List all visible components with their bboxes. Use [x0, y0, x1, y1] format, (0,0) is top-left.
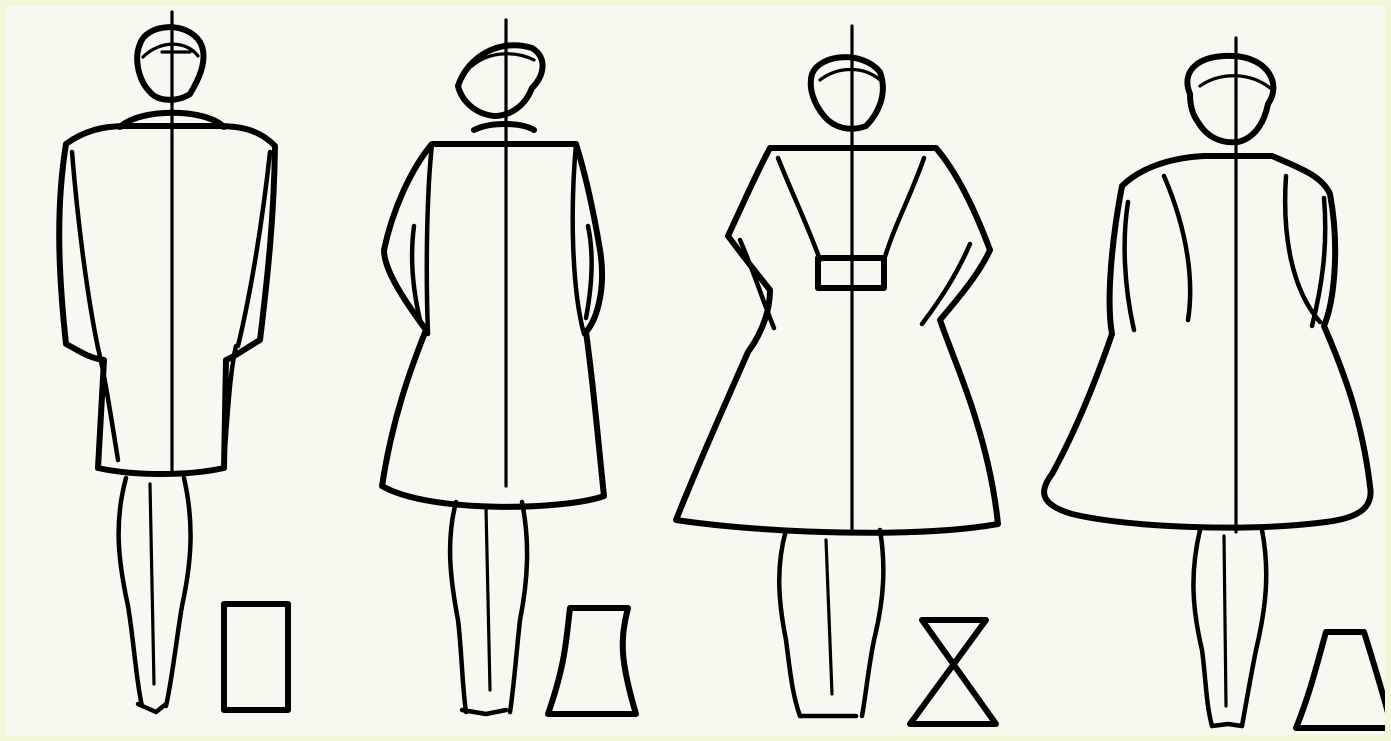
left-leg: [119, 478, 142, 706]
hourglass-silhouette-figure: [382, 20, 636, 714]
coat-outline: [676, 148, 998, 533]
inner-leg-line: [1224, 536, 1226, 706]
right-leg: [862, 530, 883, 716]
coat-outline: [1044, 156, 1371, 528]
left-lapel: [778, 158, 820, 260]
right-sleeve-seam: [1285, 176, 1320, 322]
trapezoid-icon: [1296, 632, 1385, 728]
left-leg: [1193, 530, 1212, 726]
hourglass-icon: [548, 608, 636, 714]
x-shape-icon: [910, 620, 996, 724]
left-arm: [1125, 202, 1134, 330]
left-sleeve-seam: [1164, 176, 1190, 320]
left-leg: [450, 502, 466, 712]
right-arm: [1312, 198, 1325, 326]
left-hand: [412, 226, 420, 320]
left-sleeve: [427, 144, 432, 334]
figure-head: [458, 45, 543, 116]
right-lapel: [884, 158, 924, 260]
right-leg: [166, 478, 191, 706]
right-leg: [510, 502, 527, 712]
rectangle-icon: [224, 604, 288, 710]
silhouette-diagram-canvas: [6, 6, 1385, 735]
feet: [1212, 724, 1242, 726]
right-leg: [1242, 530, 1266, 726]
coat-outline: [59, 126, 275, 474]
rectangle-silhouette-figure: [59, 12, 288, 712]
feet: [138, 704, 166, 712]
left-leg: [779, 530, 800, 716]
right-hand: [586, 226, 592, 318]
figure-head: [1187, 56, 1273, 142]
inner-leg-line: [826, 540, 832, 694]
inner-leg-line: [150, 484, 154, 684]
x-silhouette-figure: [676, 26, 998, 724]
collar: [474, 124, 534, 130]
trapezoid-silhouette-figure: [1044, 38, 1385, 728]
feet: [462, 710, 506, 714]
figure-head: [137, 27, 203, 100]
figure-head: [811, 57, 883, 129]
inner-leg-line: [486, 508, 490, 690]
left-sleeve: [72, 152, 98, 348]
